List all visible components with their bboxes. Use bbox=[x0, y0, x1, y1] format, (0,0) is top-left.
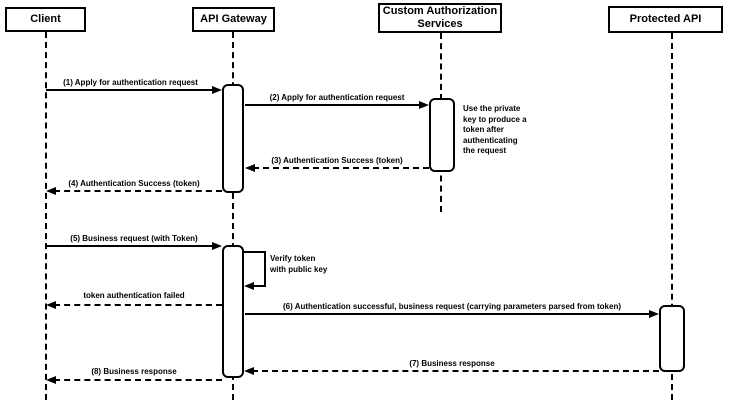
participant-protected-api-label: Protected API bbox=[629, 13, 702, 26]
note-private-key-line-3: token after bbox=[463, 125, 504, 134]
message-6-arrowhead bbox=[649, 310, 659, 318]
note-private-key-line-5: the request bbox=[463, 146, 507, 155]
participant-custom-authorization-services-label: Custom Authorization Services bbox=[382, 5, 498, 30]
participant-api-gateway: API Gateway bbox=[192, 7, 275, 32]
self-message-top-line bbox=[244, 251, 266, 253]
message-8-label: (8) Business response bbox=[91, 367, 177, 376]
message-5-line bbox=[46, 245, 214, 247]
message-3-label: (3) Authentication Success (token) bbox=[271, 156, 403, 165]
note-verify-token-line-2: with public key bbox=[270, 264, 328, 274]
message-2-line bbox=[245, 104, 421, 106]
activation-api-gateway-2 bbox=[222, 245, 244, 378]
message-token-failed-label: token authentication failed bbox=[83, 291, 185, 300]
lifeline-api-gateway bbox=[232, 32, 234, 400]
message-4-line bbox=[54, 190, 222, 192]
activation-custom-authorization-services bbox=[429, 98, 455, 172]
note-private-key-line-2: key to produce a bbox=[463, 114, 527, 124]
message-token-failed-line bbox=[54, 304, 222, 306]
message-1-line bbox=[46, 89, 214, 91]
message-1-label: (1) Apply for authentication request bbox=[63, 78, 198, 87]
message-7-line bbox=[252, 370, 659, 372]
message-8-arrowhead bbox=[46, 376, 56, 384]
activation-api-gateway-1 bbox=[222, 84, 244, 193]
participant-client-label: Client bbox=[30, 13, 61, 26]
self-message-bottom-line bbox=[252, 285, 266, 287]
message-7-arrowhead bbox=[244, 367, 254, 375]
message-2-arrowhead bbox=[419, 101, 429, 109]
note-private-key-line-4: authenticating bbox=[463, 135, 518, 145]
participant-custom-authorization-services: Custom Authorization Services bbox=[378, 3, 502, 33]
message-4-label: (4) Authentication Success (token) bbox=[68, 179, 200, 188]
message-6-line bbox=[245, 313, 651, 315]
message-3-line bbox=[253, 167, 429, 169]
note-private-key: Use the private key to produce a token a… bbox=[463, 104, 543, 157]
message-token-failed-arrowhead bbox=[46, 301, 56, 309]
lifeline-protected-api bbox=[671, 33, 673, 400]
participant-api-gateway-label: API Gateway bbox=[200, 13, 267, 26]
lifeline-client bbox=[45, 32, 47, 400]
participant-client: Client bbox=[5, 7, 86, 32]
message-3-arrowhead bbox=[245, 164, 255, 172]
self-message-arrowhead bbox=[244, 282, 254, 290]
message-5-arrowhead bbox=[212, 242, 222, 250]
message-6-label: (6) Authentication successful, business … bbox=[282, 302, 622, 311]
note-verify-token-line-1: Verify token bbox=[270, 254, 316, 263]
self-message-vertical-line bbox=[264, 251, 266, 286]
message-4-arrowhead bbox=[46, 187, 56, 195]
message-1-arrowhead bbox=[212, 86, 222, 94]
message-7-label: (7) Business response bbox=[409, 359, 495, 368]
message-5-label: (5) Business request (with Token) bbox=[70, 234, 198, 243]
message-8-line bbox=[54, 379, 222, 381]
participant-protected-api: Protected API bbox=[608, 6, 723, 33]
activation-protected-api bbox=[659, 305, 685, 372]
note-verify-token: Verify token with public key bbox=[270, 254, 360, 275]
message-2-label: (2) Apply for authentication request bbox=[269, 93, 405, 102]
note-private-key-line-1: Use the private bbox=[463, 104, 521, 113]
